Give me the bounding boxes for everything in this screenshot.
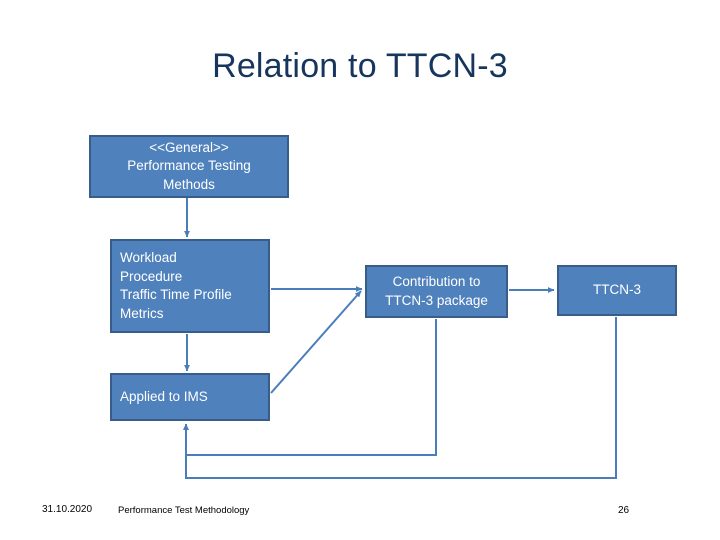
node-line: Metrics bbox=[120, 305, 164, 321]
node-contribution-to-ttcn3-package[interactable]: Contribution to TTCN-3 package bbox=[365, 265, 508, 318]
node-line: TTCN-3 package bbox=[385, 292, 488, 308]
footer-date: 31.10.2020 bbox=[42, 504, 93, 515]
footer-page-number: 26 bbox=[618, 505, 630, 516]
node-line: Performance Testing bbox=[127, 158, 251, 174]
page-title: Relation to TTCN-3 bbox=[212, 47, 508, 85]
node-workload-procedure-traffic-metrics[interactable]: Workload Procedure Traffic Time Profile … bbox=[110, 239, 270, 333]
node-line: Procedure bbox=[120, 268, 183, 284]
node-applied-to-ims[interactable]: Applied to IMS bbox=[110, 373, 270, 421]
connector-ims-to-contribution-diagonal bbox=[270, 290, 362, 394]
node-general-performance-testing-methods[interactable]: <<General>> Performance Testing Methods bbox=[89, 135, 289, 198]
node-line: Applied to IMS bbox=[120, 388, 208, 404]
node-line: Workload bbox=[120, 250, 177, 265]
node-line: Contribution to bbox=[392, 274, 481, 289]
node-line: Traffic Time Profile bbox=[120, 287, 232, 302]
node-line: Methods bbox=[163, 176, 215, 192]
node-ttcn3[interactable]: TTCN-3 bbox=[557, 265, 677, 316]
node-line: <<General>> bbox=[149, 139, 229, 155]
node-line: TTCN-3 bbox=[593, 282, 641, 298]
footer-subject: Performance Test Methodology bbox=[118, 505, 250, 516]
